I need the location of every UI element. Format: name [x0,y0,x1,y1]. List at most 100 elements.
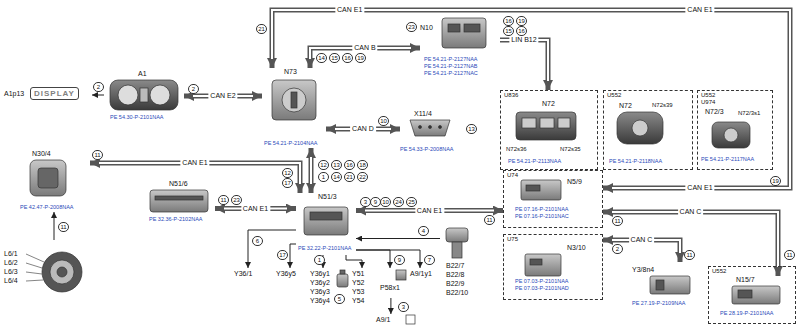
doc-reference: PE 54.21-P-2127NAA [424,56,478,62]
doc-reference: PE 54.21-P-2117NAA [701,156,754,162]
group-box: U75N3/10PE 07.03-P-2101NAAPE 07.03-P-210… [503,234,603,300]
callout-number: 13 [331,160,342,170]
callout-number: 1 [318,172,329,182]
doc-reference: PE 54.21-P-2113NAA [508,158,561,164]
bus-label: CAN B [352,44,377,52]
callout-number: 16 [342,53,353,63]
callout-number: 22 [357,172,368,182]
instrument-cluster-icon [110,80,178,110]
module-icon [732,286,780,304]
component: N5/9PE 07.16-P-2101NAAPE 07.16-P-2101NAC [511,176,599,224]
callout-number: 2 [93,82,104,92]
callout-number: 12 [282,168,293,178]
doc-reference: PE 54.21-P-2104NAA [264,140,318,146]
doc-reference: PE 07.16-P-2101NAC [515,213,569,219]
component: Y36y5 [276,268,304,280]
component-label: Y54 [352,297,364,305]
component-label: Y36y5 [276,270,296,278]
component: Y36/1 [234,268,262,280]
component-label: L6/3 [4,268,18,276]
component: N15/7PE 28.19-P-2101NAA [720,276,792,320]
component: N10PE 54.21-P-2127NAAPE 54.21-P-2127NABP… [420,14,500,78]
callout-number: 14 [331,172,342,182]
callout-number: 16 [344,160,355,170]
component-label: DISPLAY [30,87,79,100]
callout-number: 21 [256,24,267,34]
component-label: N72 [542,100,555,108]
fan-box-icon [406,315,415,324]
callout-number: 10 [380,197,391,207]
bus-line-inner [612,212,778,267]
callout-number: 7 [424,255,435,265]
component-label: N5/9 [567,178,582,186]
doc-reference: PE 54.21-P-2118NAA [609,158,662,164]
component: A1PE 54.30-P-2101NAA [104,70,184,122]
callout-number: 24 [393,197,404,207]
group-label: U836 [504,92,518,99]
callout-number: 16 [516,26,527,36]
component: N72PE 54.21-P-2118NAA [609,100,689,168]
group-label: U74 [507,172,518,179]
doc-reference: PE 28.19-P-2101NAA [720,310,774,316]
callout-number: 11 [58,222,69,232]
component: L6/1L6/2L6/3L6/4 [4,240,88,306]
component-label: N72/3 [705,108,724,116]
bus-line [309,148,314,193]
component-label: X11/4 [414,110,432,118]
callout-number: 1 [314,255,325,265]
component: Y51Y52Y53Y54 [352,268,374,306]
component-label: L6/2 [4,259,18,267]
component: N73PE 54.21-P-2104NAA [262,68,326,148]
doc-reference: PE 07.03-P-2101NAA [515,278,569,284]
bus-label: CAN E1 [335,6,364,14]
group-box: U74N5/9PE 07.16-P-2101NAAPE 07.16-P-2101… [503,170,603,228]
component: Y36y1Y36y2Y36y3Y36y4 [310,268,336,306]
bus-line [90,163,300,193]
callout-number: 5 [334,294,345,304]
control-unit-icon [304,207,348,235]
component-label: P58x1 [380,284,400,292]
callout-number: 11 [612,216,623,226]
component: N72 PE 54.21-P-2113NAA [506,100,592,168]
callout-number: 13 [466,124,477,134]
bus-label: CAN E1 [241,204,270,212]
bus-label: CAN E1 [180,159,209,167]
doc-reference: PE 54.30-P-2101NAA [110,114,164,120]
module-icon [30,160,66,196]
callout-number: 2 [612,244,623,254]
signal-line [290,244,296,268]
component-label: N3/10 [567,244,586,252]
switch-panel-icon [516,112,576,140]
component: A9/1 [376,314,404,326]
wheel-sensor-icon [26,252,82,292]
component-label: B22/8 [446,271,464,279]
group-box: U552N15/7PE 28.19-P-2101NAA [708,266,796,324]
callout-number: 23 [406,22,417,32]
component: N3/10PE 07.03-P-2101NAAPE 07.03-P-2101NA… [511,240,599,296]
doc-reference: PE 42.47-P-2008NAA [20,204,74,210]
group-box: U836N72 PE 54.21-P-2113NAA [500,90,598,170]
callout-number: 19 [355,53,366,63]
bus-label: CAN E1 [415,206,444,214]
doc-reference: PE 27.19-P-2109NAA [632,300,686,306]
component: X11/4 PE 54.33-P-2008NAA [400,110,462,154]
component: N51/3PE 32.22-P-2101NAA [296,193,356,255]
sensor-icon [446,228,468,258]
callout-number: 12 [318,160,329,170]
bus-label: CAN C [629,236,655,244]
signal-line [54,212,55,240]
component-label: Y51 [352,270,364,278]
callout-number: 14 [316,53,327,63]
callout-number: 17 [277,250,288,260]
ignition-icon [272,80,316,120]
callout-number: 25 [406,197,417,207]
signal-line [346,255,362,268]
doc-reference: PE 54.33-P-2008NAA [400,146,454,152]
component-label: N10 [420,24,433,32]
component-label: Y36y2 [310,279,330,287]
component-label: N30/4 [32,150,51,158]
doc-reference: PE 54.21-P-2127NAC [424,70,478,76]
callout-number: 10 [378,116,389,126]
